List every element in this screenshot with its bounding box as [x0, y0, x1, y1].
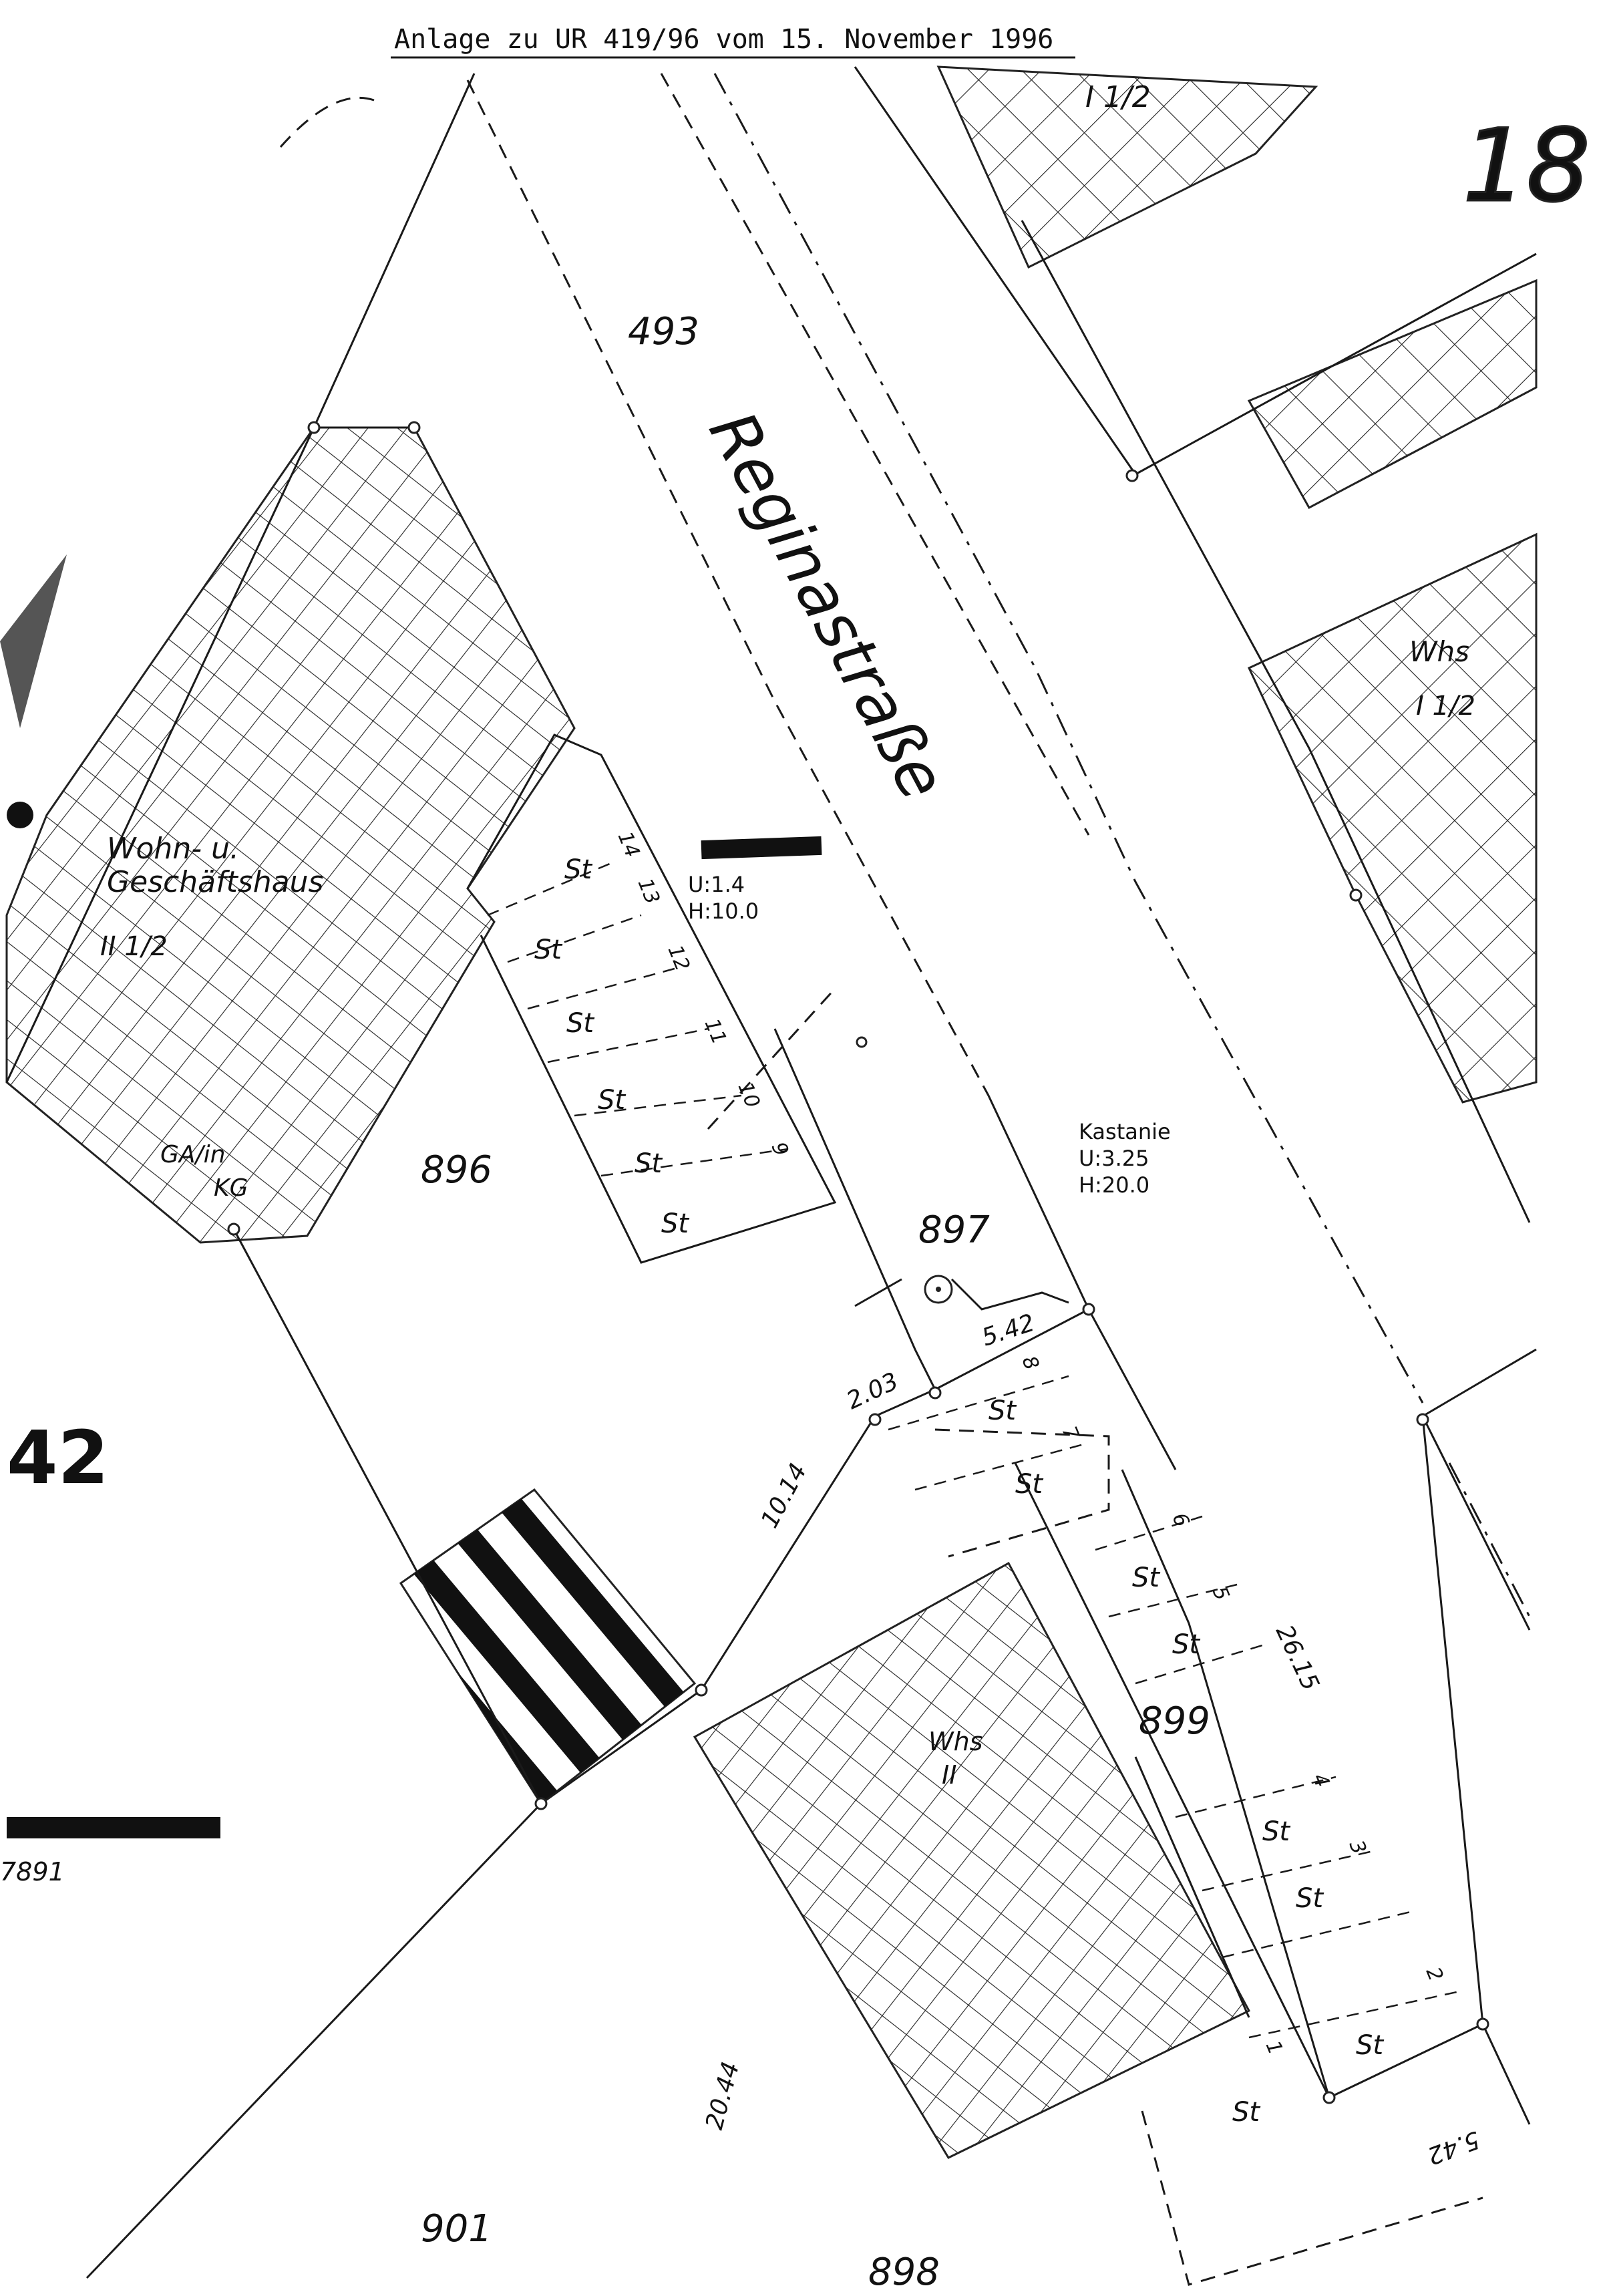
- tree-symbol-kastanie: [924, 1275, 953, 1304]
- stall-label: St: [661, 1208, 689, 1239]
- tree-symbol-kastanie-dot: [936, 1287, 941, 1292]
- tree1-circumference: U:1.4: [688, 872, 745, 897]
- stall-number: 13: [633, 875, 665, 908]
- dimension-value: 5.42: [1424, 2126, 1483, 2170]
- scan-punch-hole: [7, 802, 33, 828]
- distance-arrow: [854, 1278, 902, 1307]
- building-left-floors: II 1/2: [100, 931, 168, 962]
- stall-label: St: [1015, 1469, 1043, 1500]
- stall-label: St: [1232, 2097, 1260, 2128]
- stall-label: St: [1132, 1563, 1160, 1593]
- stall-label: St: [1172, 1629, 1200, 1660]
- stall-number: 14: [613, 828, 645, 861]
- street-name: Reginastraße: [695, 399, 961, 811]
- parcel-898: 898: [868, 2251, 940, 2294]
- stall-label: St: [598, 1085, 626, 1116]
- stall-number: 10: [733, 1079, 765, 1112]
- boundary-markers: [227, 421, 1489, 2104]
- building-garage-line1: GA/in: [160, 1141, 225, 1168]
- street-centerline: [713, 73, 1424, 1404]
- stall-number: 12: [663, 942, 695, 975]
- building-top-right: [936, 65, 1318, 269]
- stall-number: 7: [1057, 1423, 1084, 1444]
- stall-label: St: [635, 1148, 663, 1179]
- stall-label: St: [1262, 1816, 1290, 1847]
- parcel-896: 896: [421, 1148, 492, 1192]
- street-centerline-2: [1448, 1462, 1531, 1617]
- stall-group-left: [466, 733, 837, 1264]
- building-left-line2: Geschäftshaus: [107, 865, 323, 899]
- stall-label: St: [1296, 1883, 1324, 1914]
- stall-dividers-left: [487, 860, 789, 1177]
- stall-label: St: [534, 935, 562, 965]
- building-garage-line2: KG: [214, 1174, 248, 1202]
- parcel-899: 899: [1139, 1699, 1210, 1743]
- sheet-number-left: 42: [7, 1415, 109, 1500]
- tree2-circumference: U:3.25: [1079, 1146, 1149, 1171]
- building-lower-whs: [693, 1561, 1251, 2159]
- corner-number: 18: [1463, 108, 1590, 224]
- stall-number: 11: [700, 1015, 731, 1048]
- header-text: Anlage zu UR 419/96 vom 15. November 199…: [394, 24, 1053, 55]
- stall-number: 6: [1168, 1510, 1194, 1530]
- parcel-897: 897: [918, 1208, 990, 1252]
- dimension-value: 26.15: [1270, 1621, 1324, 1695]
- stall-label: St: [564, 854, 592, 885]
- building-lower-type: Whs: [928, 1727, 982, 1756]
- redaction-bar-top: [701, 836, 822, 860]
- tree-leader: [950, 1278, 1069, 1311]
- stall-label: St: [989, 1396, 1017, 1426]
- building-right-upper: [1247, 279, 1538, 510]
- dimension-value: 5.42: [978, 1309, 1038, 1352]
- stall-label: St: [566, 1008, 594, 1039]
- building-right-whs: [1248, 532, 1538, 1104]
- tree1-height: H:10.0: [688, 898, 759, 924]
- building-right-floors: I 1/2: [1416, 691, 1475, 721]
- dimension-value: 20.44: [701, 2059, 745, 2132]
- dimension-value: 10.14: [756, 1459, 813, 1532]
- stall-number: 4: [1308, 1770, 1334, 1791]
- building-top-right-floors: I 1/2: [1085, 80, 1151, 114]
- tree-symbol-small: [856, 1036, 868, 1048]
- building-lower-floors: II: [942, 1760, 956, 1790]
- stall-number: 1: [1261, 2037, 1288, 2058]
- stall-labels: St St St St St St St St St St St St St S…: [534, 854, 1384, 2128]
- stall-number: 3: [1345, 1837, 1371, 1858]
- stall-dividers-right: [888, 1375, 1463, 2039]
- parcel-partial-left: 7891: [0, 1857, 65, 1887]
- stall-number: 2: [1421, 1964, 1448, 1985]
- dashed-lines: [279, 73, 1483, 2286]
- stall-label: St: [1356, 2030, 1384, 2061]
- building-right-type: Whs: [1409, 635, 1469, 668]
- building-left-line1: Wohn- u.: [107, 832, 239, 866]
- scan-edge-shadow: [0, 554, 67, 728]
- stall-number: 8: [1017, 1353, 1044, 1373]
- tree2-height: H:20.0: [1079, 1172, 1149, 1198]
- tree2-name: Kastanie: [1079, 1119, 1171, 1144]
- parcel-901: 901: [421, 2207, 492, 2251]
- parcel-493: 493: [628, 310, 699, 353]
- striped-building-fill: [401, 1490, 695, 1804]
- redaction-bar-left: [7, 1817, 220, 1838]
- stall-number: 5: [1208, 1583, 1234, 1604]
- building-left-main: [5, 426, 576, 1244]
- stall-number: 9: [767, 1139, 793, 1160]
